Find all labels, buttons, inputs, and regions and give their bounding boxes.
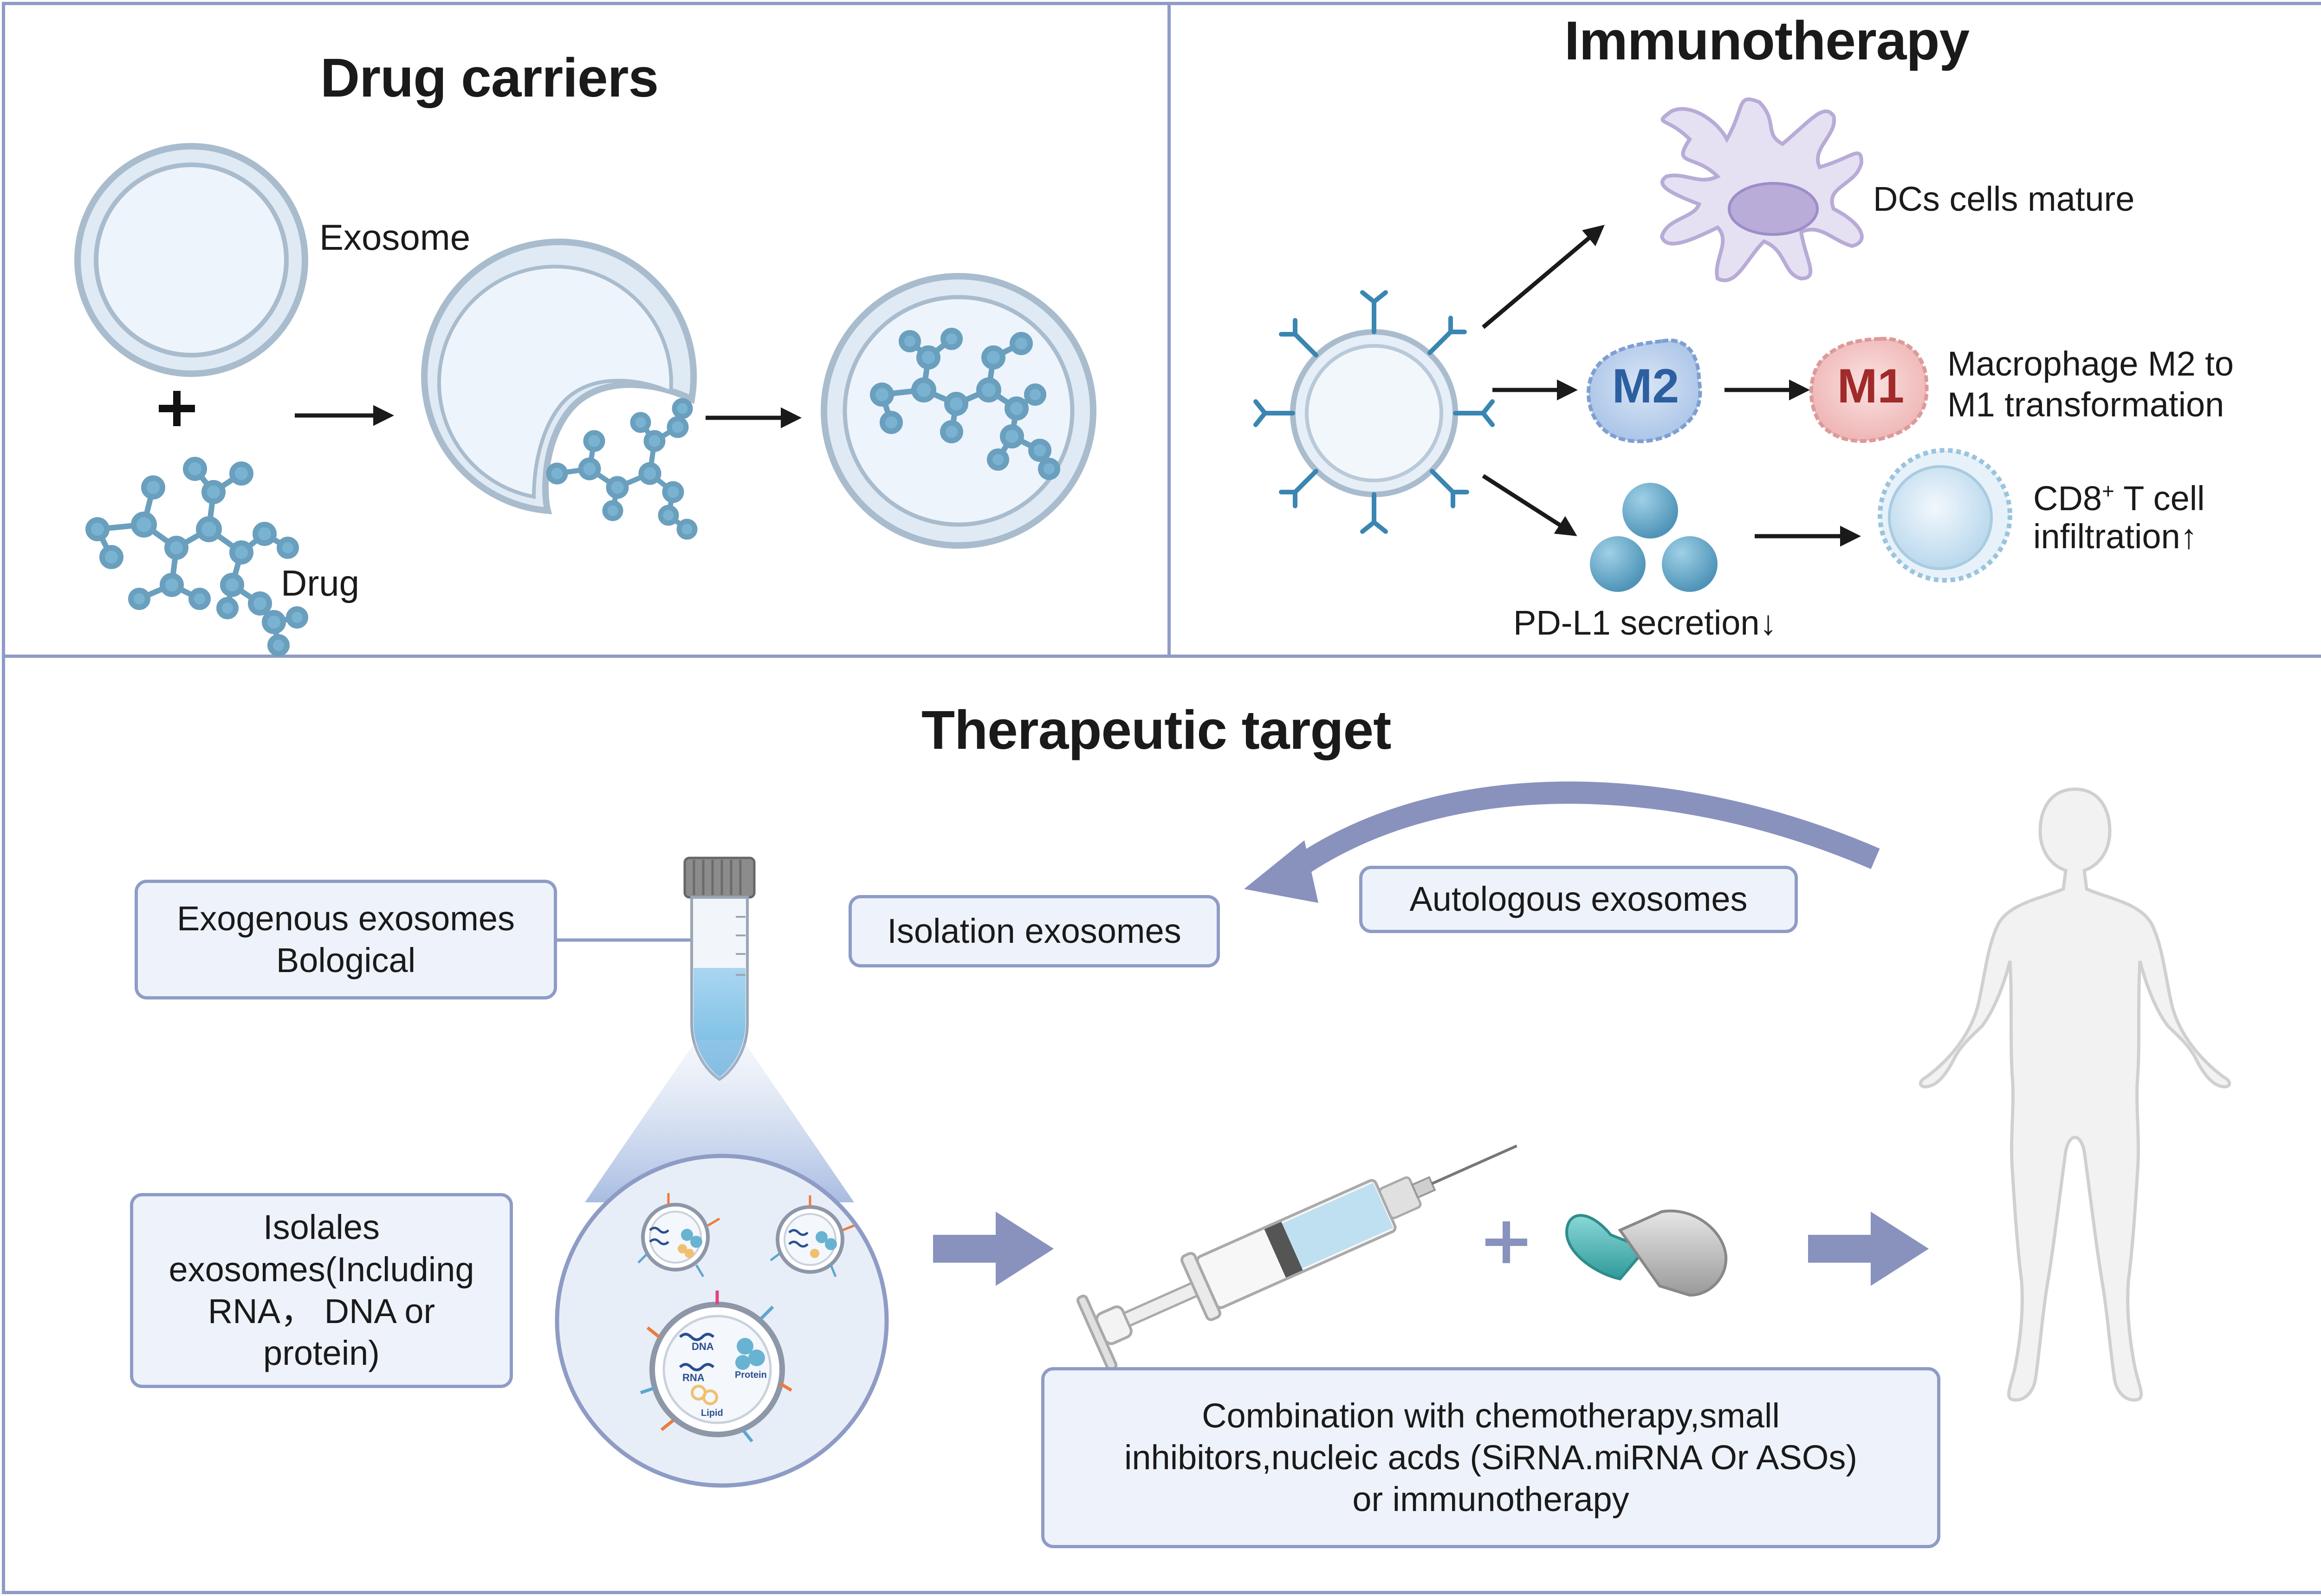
human-body-icon — [1919, 787, 2231, 1402]
cd8-suffix: T cell — [2114, 479, 2205, 518]
cd8-t-cell-icon — [1878, 448, 2012, 583]
dendritic-cell-icon — [1660, 97, 1864, 282]
isolation-box: Isolation exosomes — [849, 895, 1220, 967]
plus-sign — [159, 391, 195, 426]
therapeutic-target-title: Therapeutic target — [921, 700, 1391, 761]
exogenous-box: Exogenous exosomes Bological — [135, 880, 557, 999]
macrophage-label-line1: Macrophage M2 to — [1947, 344, 2234, 383]
combination-box: Combination with chemotherapy,small inhi… — [1041, 1367, 1940, 1548]
isolation-text: Isolation exosomes — [887, 911, 1181, 950]
cd8-label-line2: infiltration↑ — [2033, 517, 2198, 556]
exosome-label: Exosome — [319, 217, 471, 258]
isolales-line3: RNA， DNA or — [207, 1292, 435, 1330]
engulfed-drug-molecule-icon — [546, 398, 698, 540]
autologous-box: Autologous exosomes — [1359, 866, 1798, 933]
lipid-text: Lipid — [701, 1408, 723, 1418]
syringe-icon — [1076, 1144, 1517, 1371]
isolales-line2: exosomes(Including — [169, 1250, 474, 1289]
autologous-text: Autologous exosomes — [1409, 880, 1748, 919]
block-arrow-2 — [1808, 1212, 1929, 1286]
protein-text: Protein — [735, 1370, 767, 1380]
arrow-to-pdl1 — [1482, 474, 1577, 536]
m2-macrophage-icon: M2 — [1586, 338, 1702, 443]
combination-line1: Combination with chemotherapy,small — [1202, 1396, 1780, 1435]
magnified-exosomes-circle: DNA RNA Protein Lipid — [555, 1154, 889, 1488]
receptor-exosome-icon — [1253, 290, 1495, 534]
dna-text: DNA — [692, 1341, 714, 1352]
magnification-beam — [585, 1040, 854, 1202]
dcs-label: DCs cells mature — [1873, 180, 2135, 218]
isolales-line1: Isolales — [263, 1208, 380, 1247]
macrophage-label-line2: M1 transformation — [1947, 385, 2224, 424]
combination-line3: or immunotherapy — [1352, 1480, 1629, 1519]
exogenous-line2: Bological — [276, 941, 416, 980]
curved-arrow-autologous — [1244, 781, 1880, 903]
cd8-sup: + — [2102, 479, 2114, 503]
drug-molecule-icon — [85, 457, 308, 656]
drug-carriers-title: Drug carriers — [320, 47, 659, 109]
m1-text: M1 — [1837, 359, 1904, 413]
combination-line2: inhibitors,nucleic acds (SiRNA.miRNA Or … — [1124, 1438, 1858, 1477]
m2-text: M2 — [1612, 359, 1679, 413]
pdl1-label: PD-L1 secretion↓ — [1513, 603, 1777, 642]
immunotherapy-title: Immunotherapy — [1564, 10, 1970, 71]
engulfing-exosome-icon — [421, 239, 697, 514]
isolales-box: Isolales exosomes(Including RNA， DNA or … — [130, 1193, 513, 1388]
capsule-icon — [1565, 1209, 1728, 1297]
block-arrow-1 — [933, 1212, 1054, 1286]
empty-exosome-icon — [74, 143, 308, 377]
arrow-to-dc — [1482, 225, 1605, 329]
drug-label: Drug — [281, 563, 360, 603]
pdl1-spheres-icon — [1590, 483, 1718, 592]
m1-macrophage-icon: M1 — [1809, 337, 1929, 443]
rna-text: RNA — [682, 1372, 705, 1383]
plus-sign-therapy — [1485, 1221, 1527, 1263]
isolales-line4: protein) — [263, 1334, 380, 1373]
loaded-exosome-icon — [821, 273, 1096, 549]
exogenous-line1: Exogenous exosomes — [176, 899, 515, 938]
cd8-label-line1: CD8+ T cell — [2033, 478, 2205, 519]
cd8-prefix: CD8 — [2033, 479, 2102, 518]
